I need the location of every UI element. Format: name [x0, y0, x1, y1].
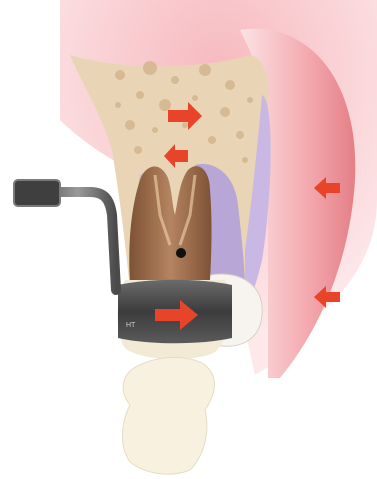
- center-of-resistance-dot: [176, 248, 186, 258]
- orthodontic-bracket-icon: [14, 180, 60, 206]
- lower-tooth: [122, 358, 214, 475]
- band-label: HT: [126, 322, 136, 329]
